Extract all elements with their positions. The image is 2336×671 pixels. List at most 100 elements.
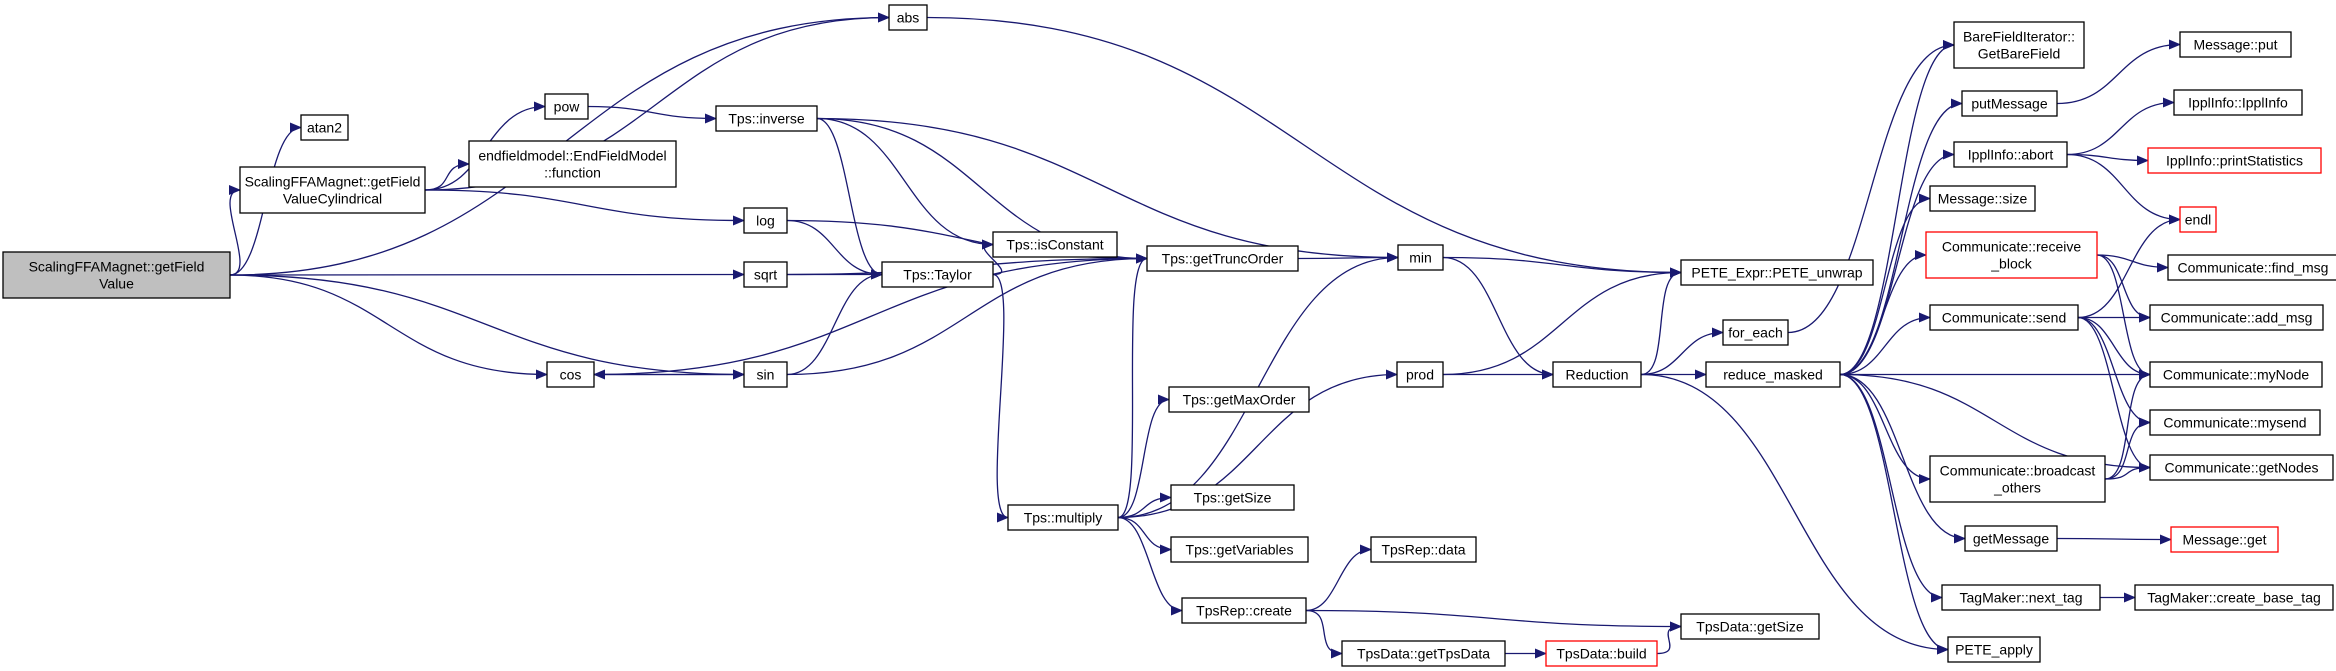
node-box[interactable] bbox=[1929, 455, 2106, 503]
node-box[interactable] bbox=[2173, 89, 2303, 116]
node-endfield[interactable]: endfieldmodel::EndFieldModel::function bbox=[468, 140, 677, 188]
node-tpsdata_build[interactable]: TpsData::build bbox=[1545, 640, 1658, 667]
node-cos[interactable]: cos bbox=[546, 361, 595, 388]
node-comm_receive[interactable]: Communicate::receive_block bbox=[1925, 231, 2098, 279]
node-box[interactable] bbox=[1929, 304, 2079, 331]
node-comm_mynode[interactable]: Communicate::myNode bbox=[2149, 361, 2323, 388]
node-box[interactable] bbox=[743, 207, 788, 234]
node-box[interactable] bbox=[743, 261, 788, 288]
node-tps_isconstant[interactable]: Tps::isConstant bbox=[992, 231, 1118, 258]
node-box[interactable] bbox=[546, 361, 595, 388]
node-box[interactable] bbox=[544, 93, 589, 120]
node-box[interactable] bbox=[1170, 484, 1295, 511]
node-box[interactable] bbox=[2179, 31, 2292, 58]
node-box[interactable] bbox=[1181, 597, 1307, 624]
node-box[interactable] bbox=[715, 105, 818, 132]
node-comm_broadcast[interactable]: Communicate::broadcast_others bbox=[1929, 455, 2106, 503]
node-sin[interactable]: sin bbox=[743, 361, 788, 388]
node-box[interactable] bbox=[1929, 185, 2036, 212]
node-tpsrep_create[interactable]: TpsRep::create bbox=[1181, 597, 1307, 624]
node-ipplinfo_abort[interactable]: IpplInfo::abort bbox=[1953, 141, 2068, 168]
node-box[interactable] bbox=[239, 166, 426, 214]
node-for_each[interactable]: for_each bbox=[1722, 319, 1789, 346]
node-prod[interactable]: prod bbox=[1396, 361, 1444, 388]
node-comm_findmsg[interactable]: Communicate::find_msg bbox=[2167, 254, 2336, 281]
node-box[interactable] bbox=[1168, 386, 1310, 413]
node-box[interactable] bbox=[1953, 141, 2068, 168]
node-tps_getmaxorder[interactable]: Tps::getMaxOrder bbox=[1168, 386, 1310, 413]
node-pete_unwrap[interactable]: PETE_Expr::PETE_unwrap bbox=[1680, 259, 1874, 286]
node-box[interactable] bbox=[1397, 244, 1444, 271]
node-pete_apply[interactable]: PETE_apply bbox=[1947, 636, 2041, 663]
node-comm_getnodes[interactable]: Communicate::getNodes bbox=[2149, 454, 2334, 481]
node-tps_getsize[interactable]: Tps::getSize bbox=[1170, 484, 1295, 511]
node-box[interactable] bbox=[1705, 361, 1841, 388]
node-message_put[interactable]: Message::put bbox=[2179, 31, 2292, 58]
node-putmessage[interactable]: putMessage bbox=[1961, 90, 2058, 117]
node-message_size[interactable]: Message::size bbox=[1929, 185, 2036, 212]
node-box[interactable] bbox=[1941, 584, 2101, 611]
node-box[interactable] bbox=[1370, 536, 1477, 563]
node-tps_inverse[interactable]: Tps::inverse bbox=[715, 105, 818, 132]
node-atan2[interactable]: atan2 bbox=[300, 114, 349, 141]
node-getmessage[interactable]: getMessage bbox=[1964, 525, 2058, 552]
node-comm_send[interactable]: Communicate::send bbox=[1929, 304, 2079, 331]
node-getFieldCyl[interactable]: ScalingFFAMagnet::getFieldValueCylindric… bbox=[239, 166, 426, 214]
node-reduce_masked[interactable]: reduce_masked bbox=[1705, 361, 1841, 388]
node-box[interactable] bbox=[2149, 304, 2324, 331]
node-tagmaker_createbase[interactable]: TagMaker::create_base_tag bbox=[2134, 584, 2334, 611]
node-box[interactable] bbox=[2134, 584, 2334, 611]
node-box[interactable] bbox=[468, 140, 677, 188]
node-tpsdata_gettpsdata[interactable]: TpsData::getTpsData bbox=[1341, 640, 1506, 667]
node-ipplinfo_ipplinfo[interactable]: IpplInfo::IpplInfo bbox=[2173, 89, 2303, 116]
node-pow[interactable]: pow bbox=[544, 93, 589, 120]
node-box[interactable] bbox=[743, 361, 788, 388]
node-box[interactable] bbox=[2167, 254, 2336, 281]
node-box[interactable] bbox=[1722, 319, 1789, 346]
node-min[interactable]: min bbox=[1397, 244, 1444, 271]
node-box[interactable] bbox=[1552, 361, 1642, 388]
node-message_get[interactable]: Message::get bbox=[2170, 526, 2279, 553]
node-box[interactable] bbox=[2147, 147, 2322, 174]
node-box[interactable] bbox=[2149, 409, 2321, 436]
node-box[interactable] bbox=[1170, 536, 1309, 563]
node-abs[interactable]: abs bbox=[888, 4, 928, 31]
node-tps_taylor[interactable]: Tps::Taylor bbox=[881, 261, 994, 288]
node-box[interactable] bbox=[888, 4, 928, 31]
node-reduction[interactable]: Reduction bbox=[1552, 361, 1642, 388]
node-box[interactable] bbox=[1146, 245, 1299, 272]
node-comm_addmsg[interactable]: Communicate::add_msg bbox=[2149, 304, 2324, 331]
node-box[interactable] bbox=[1545, 640, 1658, 667]
node-ipplinfo_printstats[interactable]: IpplInfo::printStatistics bbox=[2147, 147, 2322, 174]
node-tpsdata_getsize[interactable]: TpsData::getSize bbox=[1680, 613, 1820, 640]
node-box[interactable] bbox=[1961, 90, 2058, 117]
node-box[interactable] bbox=[2149, 361, 2323, 388]
node-box[interactable] bbox=[1680, 613, 1820, 640]
node-box[interactable] bbox=[1680, 259, 1874, 286]
node-comm_mysend[interactable]: Communicate::mysend bbox=[2149, 409, 2321, 436]
node-tpsrep_data[interactable]: TpsRep::data bbox=[1370, 536, 1477, 563]
node-tps_multiply[interactable]: Tps::multiply bbox=[1007, 504, 1119, 531]
node-tps_gettrunc[interactable]: Tps::getTruncOrder bbox=[1146, 245, 1299, 272]
node-box[interactable] bbox=[1964, 525, 2058, 552]
node-box[interactable] bbox=[2179, 206, 2217, 233]
node-endl[interactable]: endl bbox=[2179, 206, 2217, 233]
node-box[interactable] bbox=[1007, 504, 1119, 531]
node-tagmaker_next[interactable]: TagMaker::next_tag bbox=[1941, 584, 2101, 611]
node-box[interactable] bbox=[881, 261, 994, 288]
node-box[interactable] bbox=[2, 251, 231, 299]
node-box[interactable] bbox=[1947, 636, 2041, 663]
node-box[interactable] bbox=[1341, 640, 1506, 667]
node-box[interactable] bbox=[992, 231, 1118, 258]
node-box[interactable] bbox=[2170, 526, 2279, 553]
node-sqrt[interactable]: sqrt bbox=[743, 261, 788, 288]
node-box[interactable] bbox=[1953, 21, 2085, 69]
node-box[interactable] bbox=[1396, 361, 1444, 388]
node-barefield[interactable]: BareFieldIterator::GetBareField bbox=[1953, 21, 2085, 69]
node-box[interactable] bbox=[2149, 454, 2334, 481]
node-log[interactable]: log bbox=[743, 207, 788, 234]
node-box[interactable] bbox=[1925, 231, 2098, 279]
node-box[interactable] bbox=[300, 114, 349, 141]
node-tps_getvariables[interactable]: Tps::getVariables bbox=[1170, 536, 1309, 563]
